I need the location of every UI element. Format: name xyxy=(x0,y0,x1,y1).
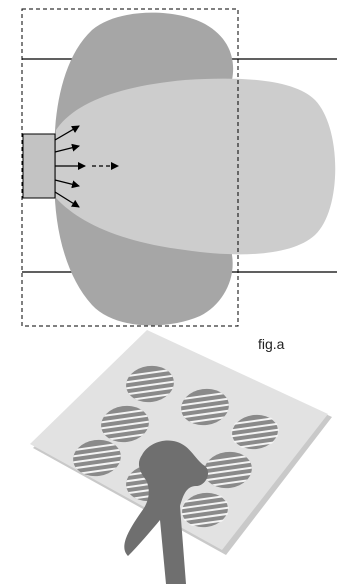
probe-silhouette xyxy=(124,440,209,584)
figure-caption: fig.a xyxy=(258,336,285,352)
speaker-grille xyxy=(178,388,232,426)
speaker-panel-illustration xyxy=(30,330,332,584)
sound-source-block xyxy=(22,133,56,199)
speaker-grille xyxy=(178,492,232,528)
dashed-boundary xyxy=(21,8,239,327)
ray-up-steep xyxy=(54,125,80,141)
ray-down xyxy=(54,179,80,189)
main-lobe xyxy=(56,78,336,255)
ray-up xyxy=(54,143,80,153)
ray-down-steep xyxy=(54,191,80,208)
radiation-pattern-diagram: fig.a xyxy=(21,8,337,352)
radiation-rays xyxy=(54,125,119,208)
panel-plate xyxy=(30,330,328,550)
